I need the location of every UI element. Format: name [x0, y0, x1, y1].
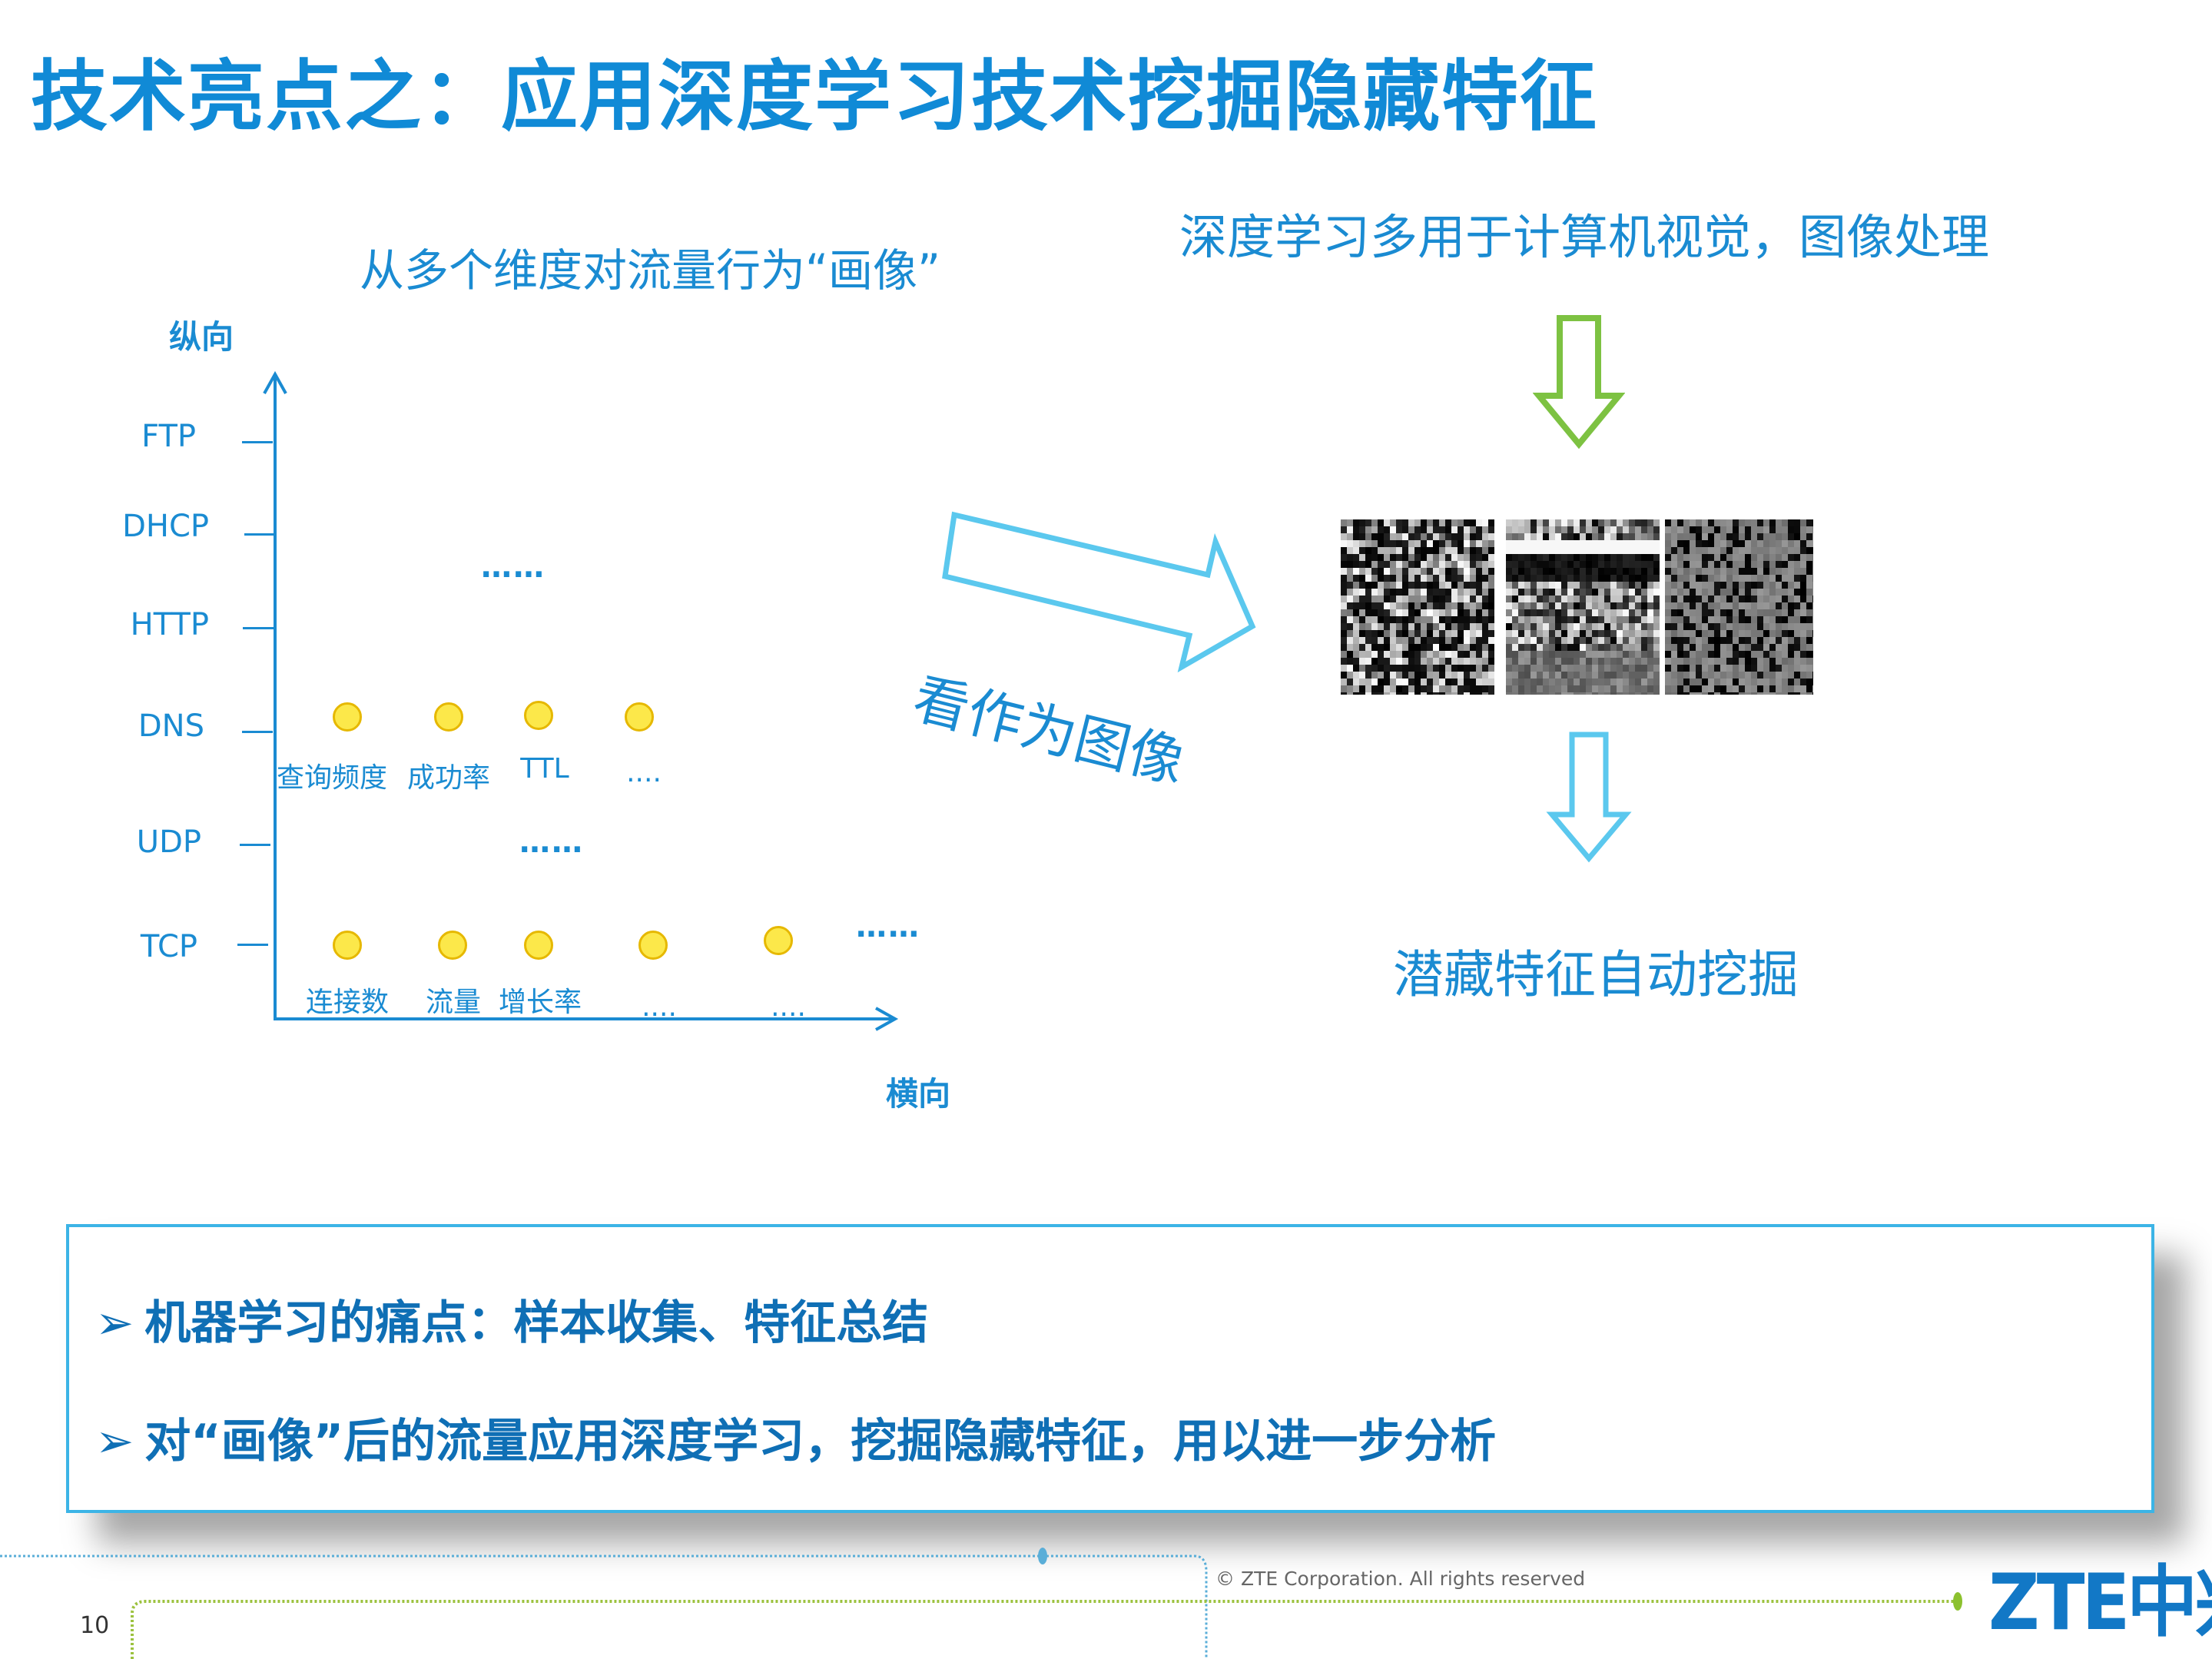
row-label-dhcp: DHCP [122, 509, 209, 544]
tick-dhcp [244, 533, 275, 536]
y-axis-label: 纵向 [169, 318, 234, 356]
feature-image-strip [1341, 519, 1819, 699]
result-text: 潜藏特征自动挖掘 [1393, 945, 1799, 1004]
summary-box: ➢机器学习的痛点：样本收集、特征总结 ➢对“画像”后的流量应用深度学习，挖掘隐藏… [66, 1224, 2154, 1513]
feature-label: 成功率 [406, 762, 491, 794]
ellipsis-tcp: …… [856, 909, 920, 944]
green-down-arrow-icon [1533, 315, 1625, 450]
feature-label: 增长率 [498, 987, 582, 1018]
feature-label: .... [642, 991, 677, 1023]
bullet-item: ➢对“画像”后的流量应用深度学习，挖掘隐藏特征，用以进一步分析 [95, 1415, 1497, 1468]
bullet-item: ➢机器学习的痛点：样本收集、特征总结 [95, 1296, 929, 1350]
right-heading: 深度学习多用于计算机视觉，图像处理 [1179, 209, 1990, 265]
feature-dot [638, 931, 668, 960]
x-axis-label: 横向 [886, 1075, 951, 1113]
row-label-ftp: FTP [141, 419, 196, 454]
copyright: © ZTE Corporation. All rights reserved [1215, 1568, 1586, 1590]
feature-images [1341, 519, 1819, 699]
feature-dot [625, 702, 654, 732]
ellipsis-middle: …… [519, 825, 584, 860]
feature-image-2 [1506, 519, 1660, 699]
feature-dot [438, 931, 467, 960]
arrowhead-icon: ➢ [95, 1296, 134, 1350]
tick-tcp [237, 944, 268, 946]
hollow-arrow-right-icon [942, 511, 1256, 673]
feature-label: 连接数 [305, 987, 390, 1018]
feature-label: TTL [520, 753, 569, 785]
blue-down-arrow-icon [1546, 732, 1632, 863]
page-title: 技术亮点之：应用深度学习技术挖掘隐藏特征 [31, 51, 1598, 141]
left-subtitle: 从多个维度对流量行为“画像” [360, 244, 941, 297]
feature-dot [524, 701, 553, 730]
feature-label: 流量 [425, 987, 482, 1018]
feature-label: 查询频度 [276, 762, 388, 794]
footer-lines [0, 1548, 1962, 1659]
feature-dot [764, 926, 793, 955]
feature-dot [333, 931, 362, 960]
feature-label: .... [771, 991, 806, 1023]
row-label-dns: DNS [138, 708, 204, 744]
feature-image-3 [1665, 519, 1819, 699]
x-axis-arrow-icon [875, 1007, 899, 1031]
zte-logo: ZTE中兴 [1988, 1557, 2212, 1648]
feature-dot [524, 931, 553, 960]
feature-dot [333, 702, 362, 732]
ellipsis-upper: …… [481, 549, 546, 585]
tick-dns [242, 731, 273, 733]
feature-label: .... [626, 757, 662, 788]
row-label-http: HTTP [130, 607, 209, 642]
row-label-udp: UDP [136, 825, 201, 860]
tick-udp [240, 844, 270, 846]
arrowhead-icon: ➢ [95, 1415, 134, 1468]
y-axis-arrow-icon [263, 370, 287, 394]
feature-image-1 [1341, 519, 1494, 699]
row-label-tcp: TCP [140, 929, 197, 964]
feature-dot [434, 702, 463, 732]
tick-http [243, 627, 274, 629]
axes [263, 370, 899, 1031]
page-number: 10 [80, 1612, 110, 1639]
tick-ftp [242, 441, 273, 443]
